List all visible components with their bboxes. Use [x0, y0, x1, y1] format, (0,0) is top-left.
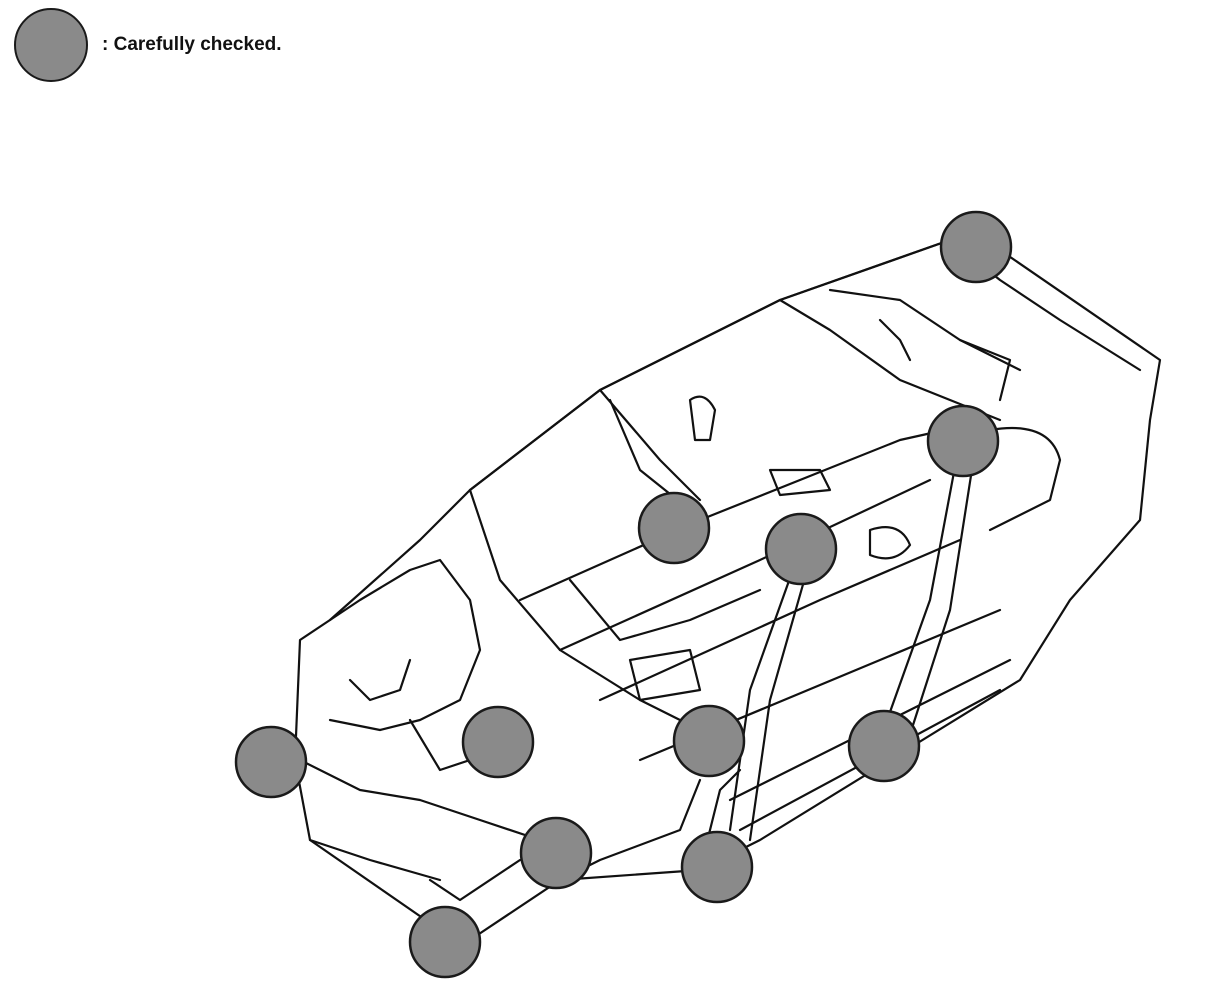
check-point-rear-upper-corner [939, 210, 1013, 284]
check-point-rocker-left-lower [680, 830, 754, 904]
legend-marker-icon [14, 8, 88, 82]
legend: : Carefully checked. [14, 8, 282, 82]
check-point-front-lower-member [519, 816, 593, 890]
check-point-rocker-right [847, 709, 921, 783]
check-point-b-pillar-base-left [672, 704, 746, 778]
check-point-front-bumper-corner [408, 905, 482, 979]
check-point-markers [234, 210, 1013, 979]
check-point-center-tunnel-rear [637, 491, 711, 565]
legend-label: : Carefully checked. [102, 34, 282, 55]
check-point-front-strut-top [234, 725, 308, 799]
check-point-b-pillar-top [764, 512, 838, 586]
check-point-rear-pillar-right [926, 404, 1000, 478]
check-point-front-left-inner [461, 705, 535, 779]
